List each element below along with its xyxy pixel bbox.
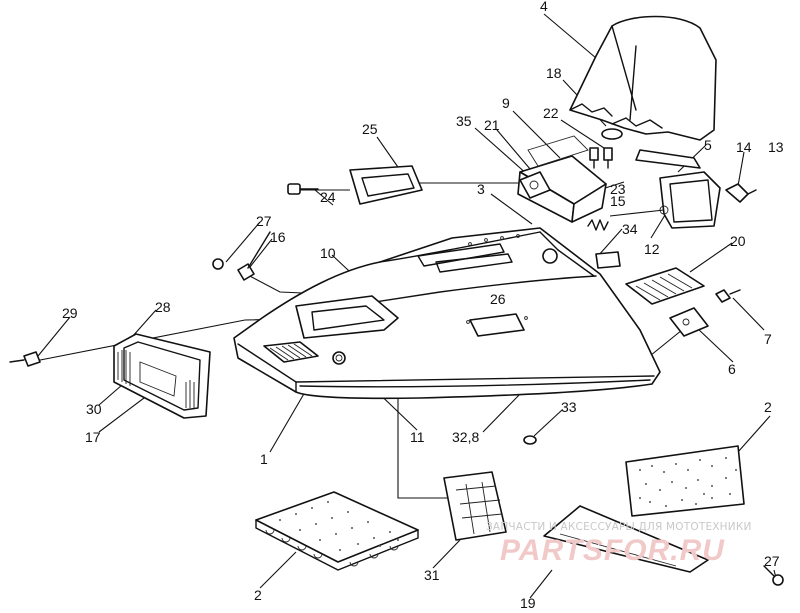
plug-and-bracket — [669, 289, 741, 337]
callout-15: 15 — [610, 193, 626, 209]
hood-body — [233, 227, 661, 400]
callout-2-left: 2 — [254, 587, 262, 603]
screw — [287, 183, 319, 195]
callout-labels: 4 18 22 9 35 21 25 5 14 13 3 23 24 15 27… — [62, 0, 784, 611]
watermark-tagline: ЗАПЧАСТИ И АКСЕССУАРЫ ДЛЯ МОТОТЕХНИКИ — [486, 521, 752, 533]
small-hardware — [589, 128, 701, 169]
callout-18: 18 — [546, 65, 562, 81]
callout-3: 3 — [477, 181, 485, 197]
spring — [587, 219, 609, 231]
side-panel — [543, 505, 709, 573]
callout-7: 7 — [764, 331, 772, 347]
side-grill — [625, 267, 705, 305]
front-grill — [113, 333, 211, 419]
callout-10: 10 — [320, 245, 336, 261]
foam-pad-left — [255, 491, 419, 571]
callout-31: 31 — [424, 567, 440, 583]
callout-35: 35 — [456, 113, 472, 129]
callout-12: 12 — [644, 241, 660, 257]
callout-9: 9 — [502, 95, 510, 111]
callout-20: 20 — [730, 233, 746, 249]
plate — [443, 471, 507, 541]
callout-19: 19 — [520, 595, 536, 611]
watermark: ЗАПЧАСТИ И АКСЕССУАРЫ ДЛЯ МОТОТЕХНИКИ PA… — [486, 521, 752, 567]
callout-24: 24 — [320, 189, 336, 205]
callout-23: 23 — [610, 181, 626, 197]
gauge-and-label — [542, 248, 621, 269]
callout-26: 26 — [490, 291, 506, 307]
callout-13: 13 — [768, 139, 784, 155]
callout-1: 1 — [260, 451, 268, 467]
nuts — [523, 435, 784, 586]
callout-14: 14 — [736, 139, 752, 155]
bulb — [725, 183, 757, 203]
bulb-small — [9, 351, 41, 367]
callout-28: 28 — [155, 299, 171, 315]
callout-33: 33 — [561, 399, 577, 415]
callout-6: 6 — [728, 361, 736, 377]
callout-11: 11 — [410, 429, 425, 445]
callout-34: 34 — [622, 221, 638, 237]
callout-21: 21 — [484, 117, 500, 133]
callout-27-bottom: 27 — [764, 553, 780, 569]
foam-texture-left — [279, 501, 399, 551]
callout-4: 4 — [540, 0, 548, 14]
foam-pad-right — [625, 445, 745, 517]
watermark-logo: PARTSFOR.RU — [500, 534, 725, 567]
callout-17: 17 — [85, 429, 101, 445]
callout-22: 22 — [543, 105, 559, 121]
callout-32-8: 32,8 — [452, 429, 479, 445]
foam-texture-right — [639, 457, 737, 507]
lever-assembly — [212, 231, 271, 281]
bezel — [349, 165, 423, 205]
windshield — [569, 15, 717, 141]
callout-2-right: 2 — [764, 399, 772, 415]
callout-16: 16 — [270, 229, 286, 245]
console-panel — [517, 135, 607, 223]
callout-27-top: 27 — [256, 213, 272, 229]
callout-25: 25 — [362, 121, 378, 137]
callout-29: 29 — [62, 305, 78, 321]
callout-30: 30 — [86, 401, 102, 417]
gauge-housing — [659, 171, 721, 229]
callout-5: 5 — [704, 137, 712, 153]
